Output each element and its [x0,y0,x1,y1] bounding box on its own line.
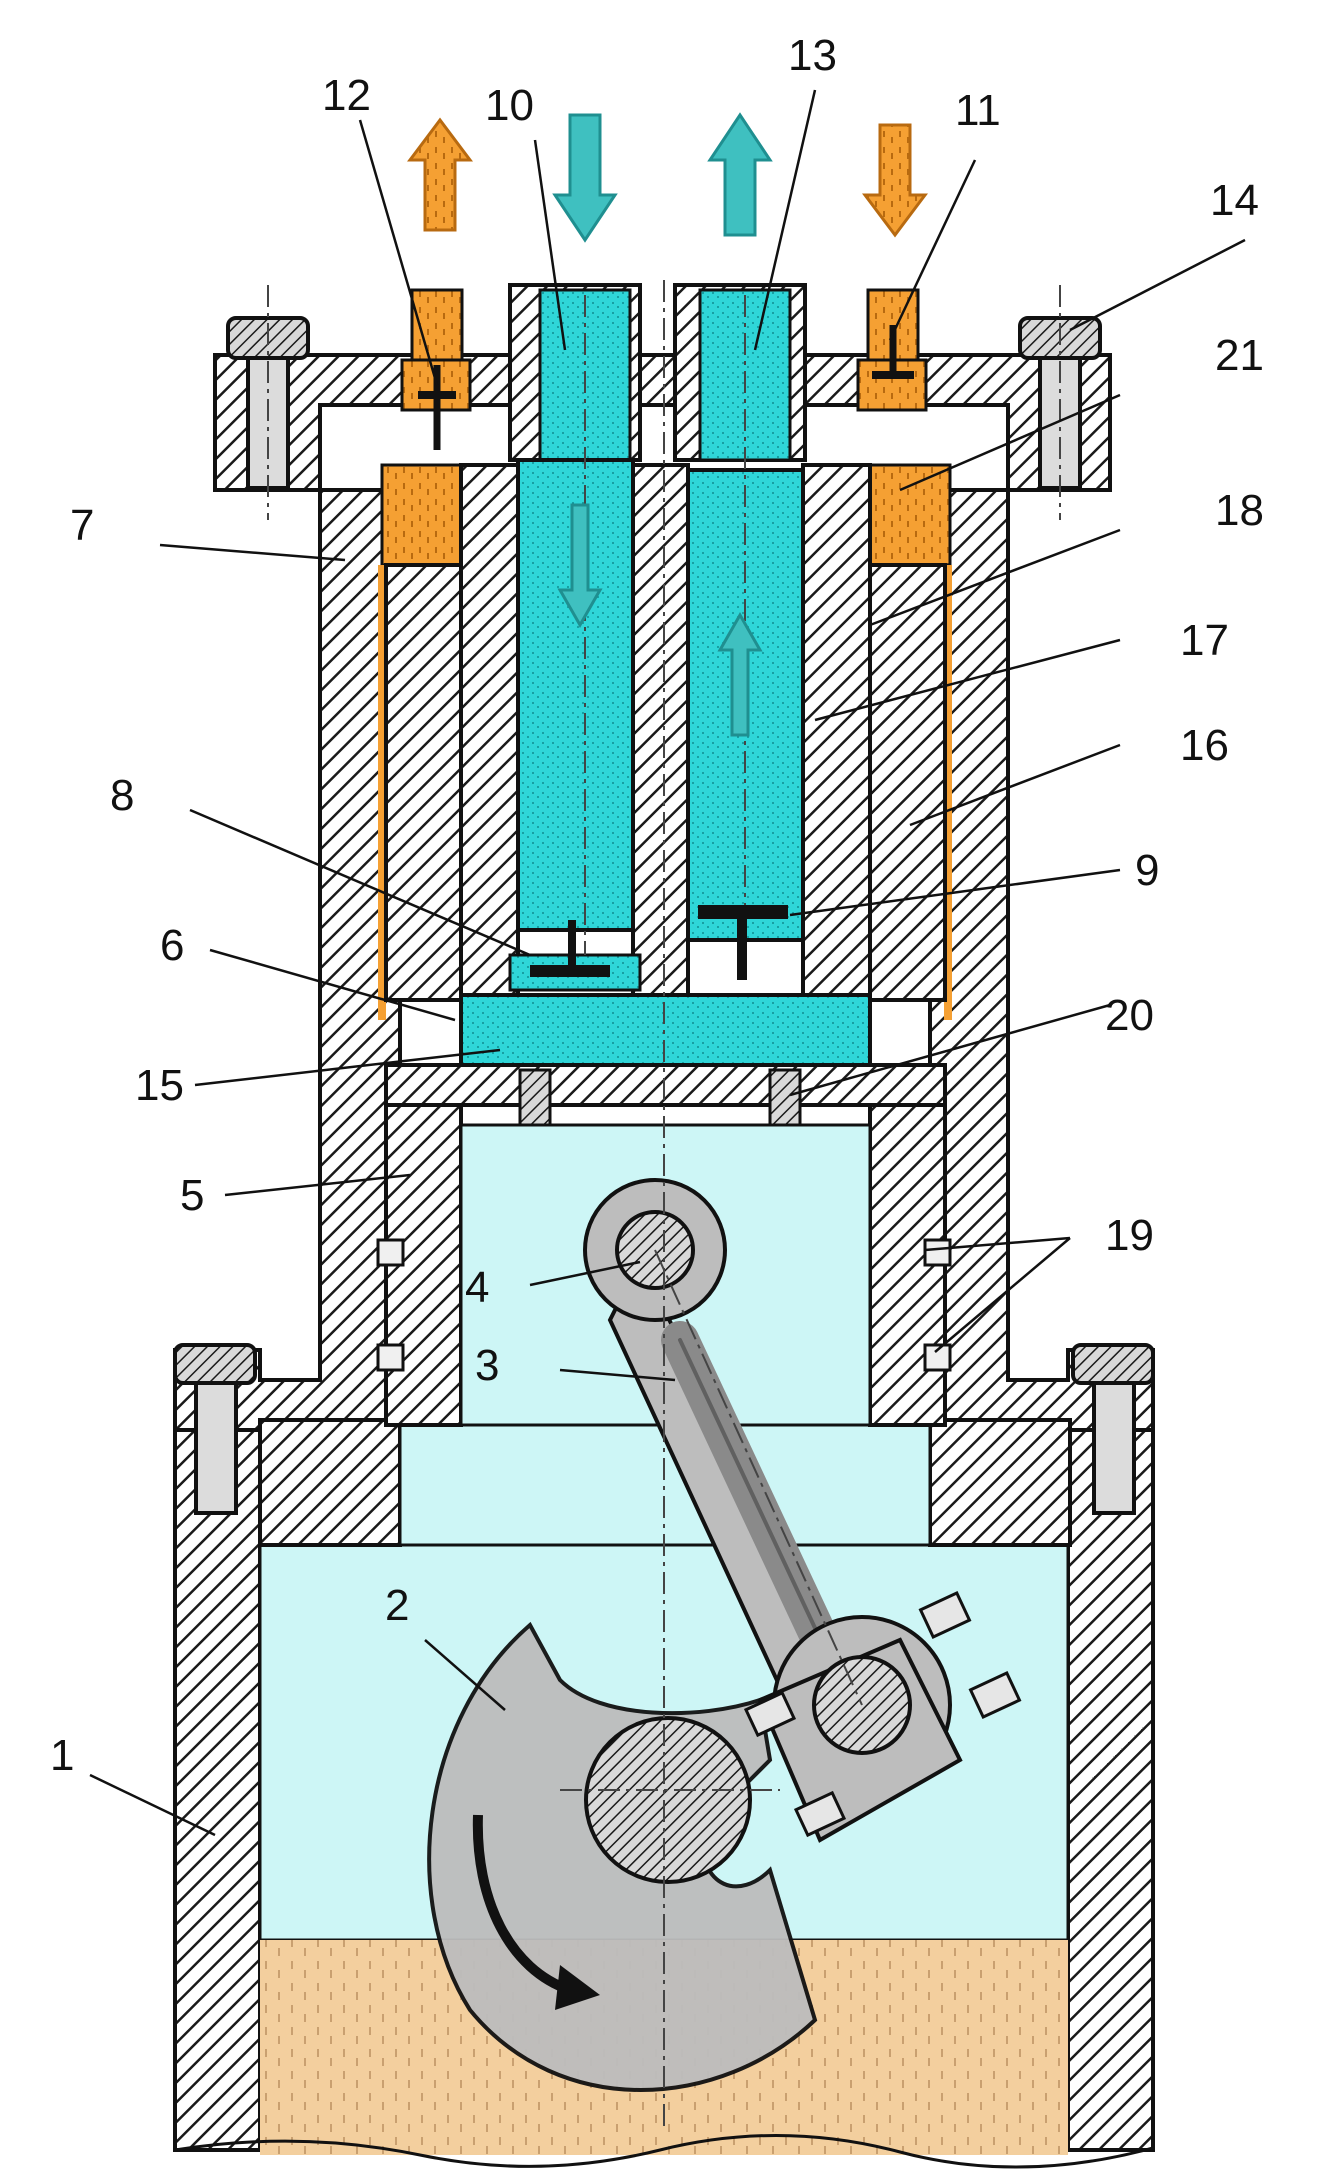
rotation-arrow-head [555,1965,600,2010]
oil-outlet-arrow [407,117,473,232]
label-10: 10 [485,81,534,130]
label-6: 6 [160,921,184,970]
piston-crown [384,1063,947,1107]
label-9: 9 [1135,846,1159,895]
label-8: 8 [110,771,134,820]
label-12: 12 [322,71,371,120]
oil-chamber-right [856,288,952,567]
label-15: 15 [135,1061,184,1110]
oil-film-right [944,565,952,1020]
label-14: 14 [1210,176,1259,225]
piston-gas-cavity [459,993,872,1067]
insulator-left [518,1068,552,1127]
suction-flow-arrow [557,503,603,629]
label-21: 21 [1215,331,1264,380]
oil-inlet-arrow [862,123,928,238]
discharge-flow-arrow [717,611,763,737]
label-2: 2 [385,1581,409,1630]
label-3: 3 [475,1341,499,1390]
oil-film-left [378,565,386,1020]
label-18: 18 [1215,486,1264,535]
crankcase-bolt-left [173,1343,257,1515]
insulator-right [768,1068,802,1127]
label-19: 19 [1105,1211,1154,1260]
crankcase-bolt-right [1071,1343,1155,1515]
suction-valve [508,920,642,992]
label-20: 20 [1105,991,1154,1040]
label-16: 16 [1180,721,1229,770]
piston-outer-wall [384,463,947,1002]
discharge-valve [698,905,788,980]
cylinder-head [213,283,1112,492]
label-7: 7 [70,501,94,550]
label-11: 11 [955,86,1001,135]
label-17: 17 [1180,616,1229,665]
label-4: 4 [465,1263,489,1312]
gas-outlet-arrow [707,112,773,237]
seals [376,1238,952,1372]
centerlines [267,280,1061,2130]
gas-inlet-arrow [552,113,618,243]
leader-lines [89,89,1246,1837]
label-13: 13 [788,31,837,80]
rotation-arrow [472,1814,572,1995]
part-labels: 1 2 3 4 5 6 7 8 9 10 11 12 13 14 15 16 1… [50,31,1264,1780]
label-1: 1 [50,1731,74,1780]
label-5: 5 [180,1171,204,1220]
oil-chamber-left [380,288,474,567]
